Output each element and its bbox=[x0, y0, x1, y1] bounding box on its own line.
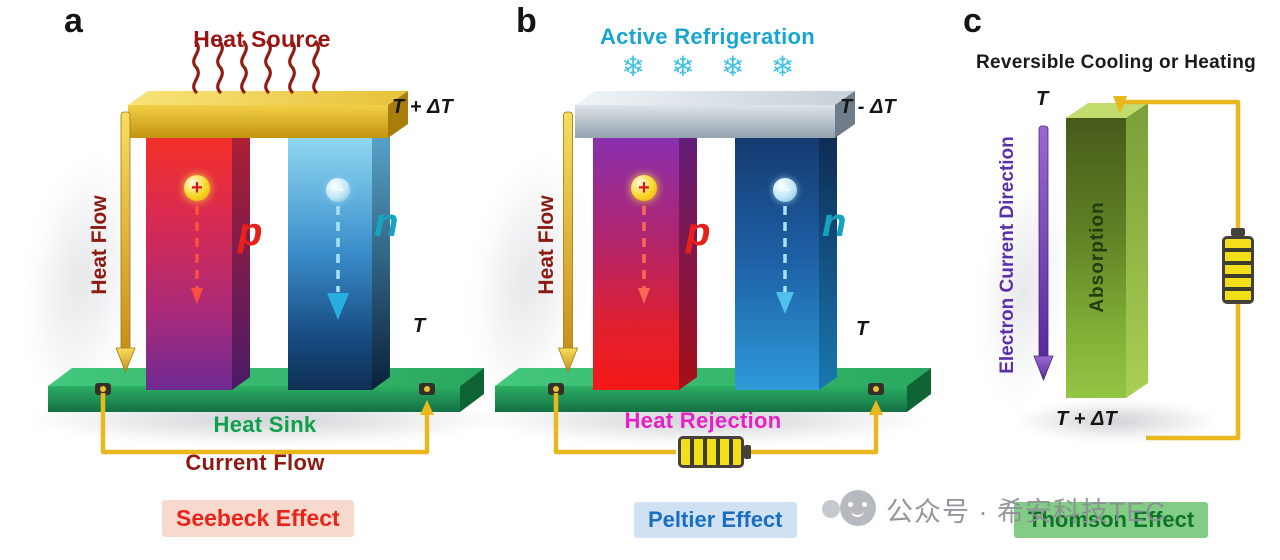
block-front-face bbox=[593, 138, 679, 390]
shadow-side-c bbox=[969, 166, 1079, 414]
block-side-face bbox=[372, 125, 390, 390]
minus-symbol: − bbox=[332, 179, 344, 201]
battery-icon-b bbox=[678, 436, 752, 468]
battery-body bbox=[678, 436, 744, 468]
battery-terminal bbox=[744, 445, 751, 459]
hole-carrier-icon-b: + bbox=[631, 175, 657, 201]
panel-label-c: c bbox=[963, 2, 982, 40]
n-type-label-b: n bbox=[822, 201, 847, 245]
active-refrigeration-title: Active Refrigeration bbox=[599, 24, 816, 49]
n-type-label-a: n bbox=[374, 201, 399, 245]
sticker-eye bbox=[862, 502, 867, 507]
battery-body bbox=[1222, 236, 1254, 304]
temp-bottom-label-c: T + ΔT bbox=[1056, 408, 1117, 430]
sticker-mouth bbox=[851, 510, 864, 517]
temp-cold-label-a: T bbox=[413, 315, 426, 337]
temp-ambient-label-b: T bbox=[856, 318, 869, 340]
plus-symbol: + bbox=[191, 177, 203, 199]
n-leg-block-a bbox=[288, 125, 390, 390]
sticker-eye bbox=[848, 502, 853, 507]
block-front-face bbox=[735, 138, 819, 390]
p-leg-block-b bbox=[593, 125, 697, 390]
block-side-face bbox=[232, 125, 250, 390]
snowflakes-icon: ❄ ❄ ❄ ❄ bbox=[621, 51, 795, 82]
heat-source-title: Heat Source bbox=[193, 26, 331, 52]
p-leg-block-a bbox=[146, 125, 250, 390]
panel-label-a: a bbox=[64, 2, 83, 40]
plate-side-face bbox=[388, 91, 408, 138]
current-flow-label: Current Flow bbox=[185, 450, 325, 475]
block-side-face bbox=[1126, 103, 1148, 398]
watermark-sticker-icon bbox=[822, 486, 884, 532]
reversible-cooling-heating-title: Reversible Cooling or Heating bbox=[975, 52, 1257, 73]
plate-front-face bbox=[128, 105, 388, 138]
plate-top-face bbox=[128, 91, 408, 105]
panel-label-b: b bbox=[516, 2, 537, 40]
terminal-chip bbox=[548, 383, 564, 395]
battery-terminal bbox=[1231, 228, 1245, 236]
sticker-face-circle bbox=[840, 490, 876, 526]
peltier-effect-badge: Peltier Effect bbox=[634, 502, 797, 538]
heat-rejection-label: Heat Rejection bbox=[624, 408, 782, 433]
heat-sink-label: Heat Sink bbox=[213, 412, 317, 437]
p-type-label-a: p bbox=[238, 210, 263, 254]
heat-flow-label-b: Heat Flow bbox=[535, 195, 558, 295]
watermark-text: 公众号 · 希安科技TEC bbox=[886, 497, 1166, 527]
block-front-face bbox=[288, 138, 372, 390]
plate-top-face bbox=[575, 91, 855, 105]
sticker-small-circle bbox=[822, 500, 840, 518]
block-front-face bbox=[1066, 118, 1126, 398]
n-leg-block-b bbox=[735, 125, 837, 390]
electron-carrier-icon-b: − bbox=[773, 178, 797, 202]
cold-plate-b bbox=[575, 91, 855, 138]
thomson-effect-badge: Thomson Effect bbox=[1014, 502, 1209, 538]
terminal-chip bbox=[95, 383, 111, 395]
block-side-face bbox=[819, 125, 837, 390]
electron-carrier-icon-a: − bbox=[326, 178, 350, 202]
absorption-label: Absorption bbox=[1087, 201, 1108, 313]
seebeck-effect-badge: Seebeck Effect bbox=[162, 500, 354, 537]
temp-cold-label-b: T - ΔT bbox=[840, 96, 896, 118]
battery-icon-c bbox=[1222, 228, 1254, 304]
plate-side-face bbox=[835, 91, 855, 138]
terminal-chip bbox=[868, 383, 884, 395]
heat-flow-label-a: Heat Flow bbox=[88, 195, 111, 295]
block-front-face bbox=[146, 138, 232, 390]
electron-current-direction-label: Electron Current Direction bbox=[997, 136, 1018, 374]
plate-front-face bbox=[575, 105, 835, 138]
temp-hot-label-a: T + ΔT bbox=[392, 96, 453, 118]
hot-plate-a bbox=[128, 91, 408, 138]
plus-symbol: + bbox=[638, 177, 650, 199]
temp-top-label-c: T bbox=[1036, 88, 1049, 110]
hole-carrier-icon-a: + bbox=[184, 175, 210, 201]
minus-symbol: − bbox=[779, 179, 791, 201]
p-type-label-b: p bbox=[686, 210, 711, 254]
terminal-chip bbox=[419, 383, 435, 395]
block-side-face bbox=[679, 125, 697, 390]
